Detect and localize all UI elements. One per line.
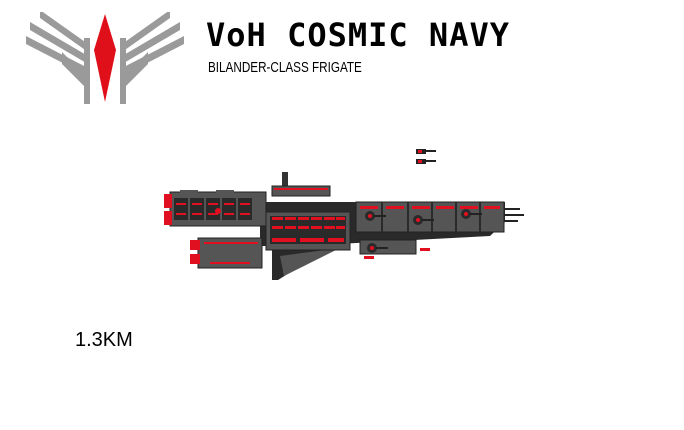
hull-turret: [367, 243, 388, 253]
scale-label: 1.3KM: [75, 329, 133, 351]
winged-diamond-emblem-icon: [26, 12, 184, 104]
page-title: VoH COSMIC NAVY: [206, 16, 510, 54]
floating-turret: [416, 159, 436, 164]
ship-class-subtitle: BILANDER-CLASS FRIGATE: [208, 59, 362, 76]
frigate-ship-illustration: [164, 149, 524, 280]
hull-turret: [413, 215, 434, 225]
hull-turret: [365, 211, 386, 221]
floating-turret: [416, 149, 436, 154]
hull-turret: [461, 209, 482, 219]
